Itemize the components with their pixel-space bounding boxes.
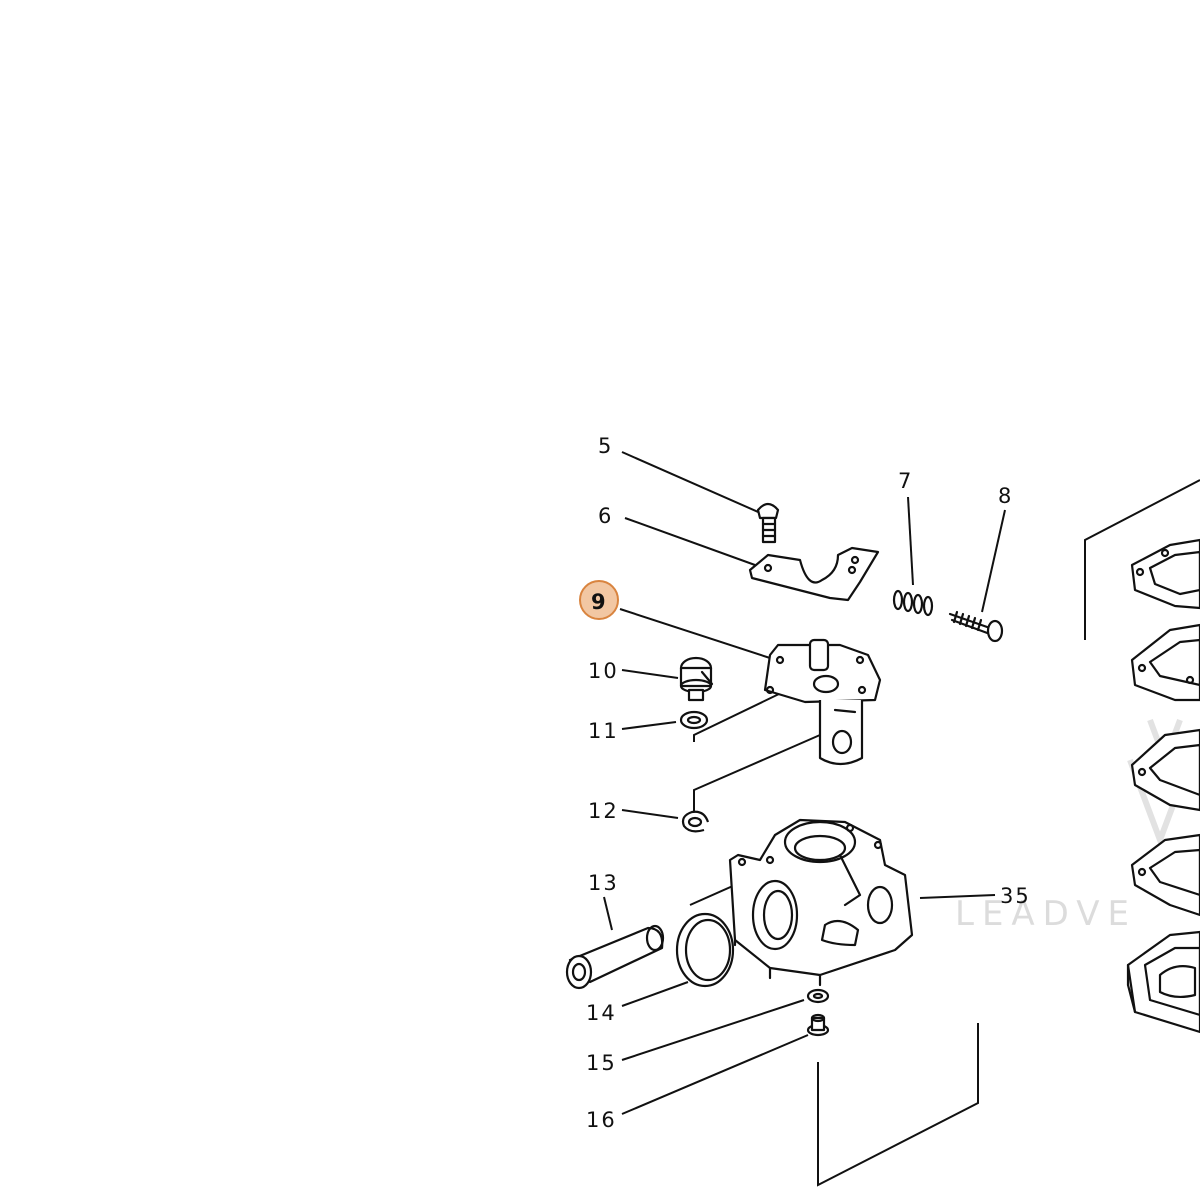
callout-8: 8	[998, 484, 1013, 508]
callout-6: 6	[598, 504, 613, 528]
callout-9[interactable]: 9	[591, 590, 606, 614]
callout-5: 5	[598, 434, 613, 458]
callout-14: 14	[586, 1001, 617, 1025]
part-9-assembly	[763, 638, 882, 766]
callout-15: 15	[586, 1051, 617, 1075]
part-15-small-washer	[806, 988, 830, 1004]
part-35-carburetor-body	[728, 818, 914, 987]
callout-9-highlight[interactable]	[579, 580, 619, 620]
part-6-bracket-plate	[748, 546, 880, 602]
callout-16: 16	[586, 1108, 617, 1132]
callout-7: 7	[898, 469, 913, 493]
float-chamber	[1126, 930, 1200, 1034]
watermark-text: LEADVE	[955, 894, 1137, 934]
part-14-oring	[675, 912, 735, 988]
part-10-plug	[679, 656, 714, 702]
gasket-3	[1130, 728, 1200, 812]
callout-11: 11	[588, 719, 619, 743]
callout-35: 35	[1000, 884, 1031, 908]
assembly-lines	[689, 679, 821, 906]
assembly-brackets	[817, 479, 1200, 1187]
callout-10: 10	[588, 659, 619, 683]
right-gasket-stack	[1126, 538, 1200, 1034]
part-16-jet	[806, 1013, 830, 1037]
gasket-4	[1130, 833, 1200, 917]
part-11-washer	[679, 710, 709, 730]
part-13-cylinder	[565, 924, 665, 990]
gasket-1	[1130, 538, 1200, 610]
part-8-long-screw	[948, 610, 1004, 643]
callout-12: 12	[588, 799, 619, 823]
leader-lines	[603, 451, 1006, 1115]
part-12-eclip	[681, 810, 710, 833]
part-5-screw	[756, 502, 780, 544]
callout-13: 13	[588, 871, 619, 895]
part-7-spring	[892, 589, 934, 617]
gasket-2	[1130, 623, 1200, 702]
